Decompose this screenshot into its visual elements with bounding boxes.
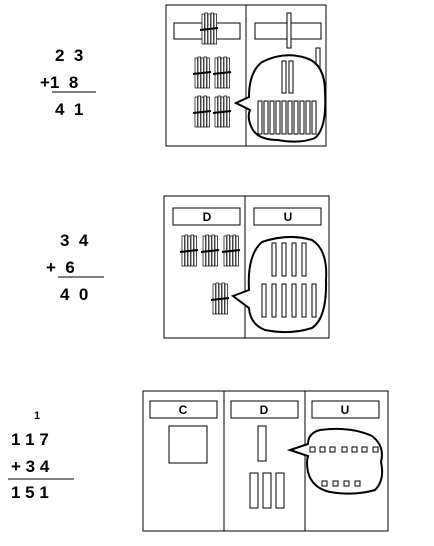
board-2-unit-stick [301, 283, 307, 318]
board-3-ten-rod [275, 472, 285, 509]
board-3-unit-cube [372, 446, 379, 453]
board-1-ten-bundle [212, 56, 232, 89]
board-1-unit-stick [311, 100, 317, 135]
problem-3-row1: 1 1 7 [11, 430, 49, 449]
board-1-unit-stick [299, 100, 305, 135]
board-2-unit-stick [271, 242, 277, 277]
board-2-units-header [253, 207, 322, 226]
board-2-unit-stick [311, 283, 317, 318]
problem-3-carry: 1 [34, 410, 41, 422]
board-2-ten-bundle [179, 234, 199, 267]
board-2-unit-stick [271, 283, 277, 318]
board-2: D U [163, 195, 330, 339]
board-3-regroup-bubble [286, 427, 384, 495]
board-1-ten-bundle [192, 56, 212, 89]
problem-1-row1: 2 3 [55, 46, 84, 65]
board-2-unit-stick [261, 283, 267, 318]
board-3-unit-cube [329, 446, 336, 453]
board-1-unit-stick-group [257, 60, 317, 135]
board-1-ten-bundle [192, 95, 212, 128]
board-2-unit-stick [281, 283, 287, 318]
board-1-ten-bundle [199, 12, 219, 45]
problem-2-row1: 3 4 [60, 231, 89, 250]
board-3-unit-cube [341, 446, 348, 453]
board-2-unit-stick [281, 242, 287, 277]
board-3: C D U [142, 390, 389, 532]
board-3-units-label: U [341, 403, 350, 417]
problem-1-row2: +1 8 [40, 73, 79, 92]
board-3-unit-cube [332, 480, 339, 487]
board-2-tens-header [172, 207, 241, 226]
problem-2-result: 4 0 [60, 285, 89, 304]
problem-2-row2: + 6 [46, 258, 75, 277]
board-3-ten-rod [257, 425, 267, 462]
board-3-unit-cube [361, 446, 368, 453]
board-1-unit-stick [287, 100, 293, 135]
board-2-ten-bundle [200, 234, 220, 267]
board-3-unit-cube-group [309, 446, 379, 487]
board-3-unit-cube [354, 480, 361, 487]
board-1-unit-stick [257, 100, 263, 135]
board-3-unit-cube [351, 446, 358, 453]
board-3-unit-cube [343, 480, 350, 487]
board-1-unit-stick [286, 12, 292, 49]
board-2-unit-stick [291, 242, 297, 277]
board-1-unit-stick [269, 100, 275, 135]
board-1-unit-stick [281, 60, 287, 94]
board-3-tens-header [230, 400, 299, 419]
board-1-unit-stick [288, 60, 294, 94]
board-1-ten-bundle [212, 95, 232, 128]
board-2-tens-label: D [203, 210, 212, 224]
board-3-hundreds-header [149, 400, 218, 419]
board-3-ten-rod [249, 472, 259, 509]
problem-3-row2: + 3 4 [11, 457, 50, 476]
board-3-unit-cube [321, 480, 328, 487]
board-2-ten-bundle [210, 282, 230, 315]
board-3-unit-cube [309, 446, 316, 453]
board-1-unit-stick [293, 100, 299, 135]
problem-1-result: 4 1 [55, 100, 84, 119]
board-2-unit-stick [291, 283, 297, 318]
board-3-ten-rod [262, 472, 272, 509]
board-1-unit-stick [263, 100, 269, 135]
board-2-ten-bundle [221, 234, 241, 267]
board-3-hundred-square [168, 425, 208, 464]
board-2-unit-stick-group [261, 242, 317, 318]
board-1 [165, 4, 327, 147]
board-3-unit-cube [319, 446, 326, 453]
problem-3-result: 1 5 1 [11, 483, 49, 502]
board-2-units-label: U [284, 210, 293, 224]
board-1-unit-stick [275, 100, 281, 135]
board-3-units-header [311, 400, 380, 419]
board-3-hundreds-label: C [179, 403, 188, 417]
board-2-unit-stick [301, 242, 307, 277]
board-1-unit-stick [281, 100, 287, 135]
board-1-unit-stick [305, 100, 311, 135]
board-3-tens-label: D [260, 403, 269, 417]
